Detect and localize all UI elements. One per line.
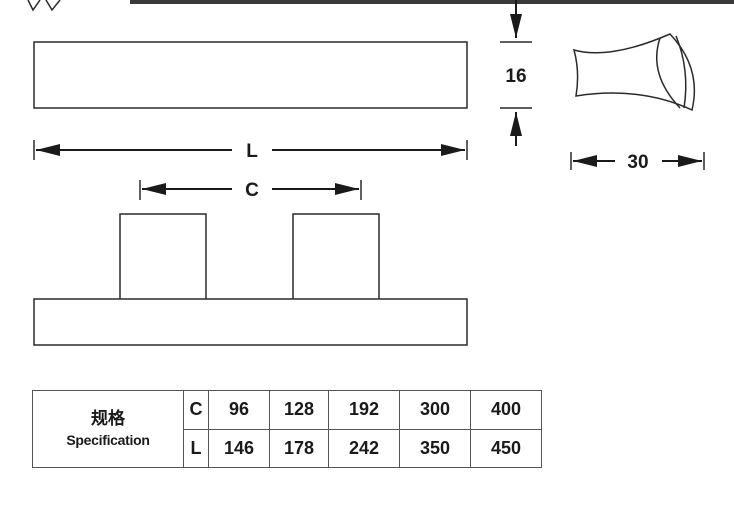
table-row: L 146 178 242 350 450 xyxy=(33,428,542,468)
table-row: 规格 Specification C 96 128 192 300 400 xyxy=(32,390,542,468)
table-cell: 192 xyxy=(328,390,400,430)
height-dimension: 16 xyxy=(500,0,532,146)
specification-table: 规格 Specification C 96 128 192 300 400 L … xyxy=(32,390,542,468)
table-cell: 96 xyxy=(208,390,270,430)
row-key-c: C xyxy=(183,390,209,430)
spec-label-en: Specification xyxy=(66,432,150,448)
row-key-l: L xyxy=(183,428,209,468)
center-distance-dimension: C xyxy=(139,180,362,201)
spec-label-cell: 规格 Specification xyxy=(32,390,184,468)
handle-leg-right xyxy=(292,213,380,301)
width-value: 30 xyxy=(627,152,648,173)
logo-mark xyxy=(27,0,61,12)
handle-top-view xyxy=(33,41,468,109)
handle-leg-left xyxy=(119,213,207,301)
table-cell: 128 xyxy=(269,390,329,430)
table-cell: 178 xyxy=(269,428,329,468)
centers-label: C xyxy=(245,180,259,201)
cropped-header-band xyxy=(130,0,734,4)
table-cell: 350 xyxy=(399,428,471,468)
length-dimension: L xyxy=(33,140,468,162)
length-label: L xyxy=(246,141,258,162)
handle-side-profile xyxy=(572,33,696,112)
height-value: 16 xyxy=(505,66,526,87)
table-cell: 450 xyxy=(470,428,542,468)
handle-front-view xyxy=(33,298,468,346)
table-cell: 300 xyxy=(399,390,471,430)
table-cell: 146 xyxy=(208,428,270,468)
table-cell: 400 xyxy=(470,390,542,430)
width-dimension: 30 xyxy=(570,152,705,173)
spec-label-cn: 规格 xyxy=(91,409,125,428)
table-cell: 242 xyxy=(328,428,400,468)
